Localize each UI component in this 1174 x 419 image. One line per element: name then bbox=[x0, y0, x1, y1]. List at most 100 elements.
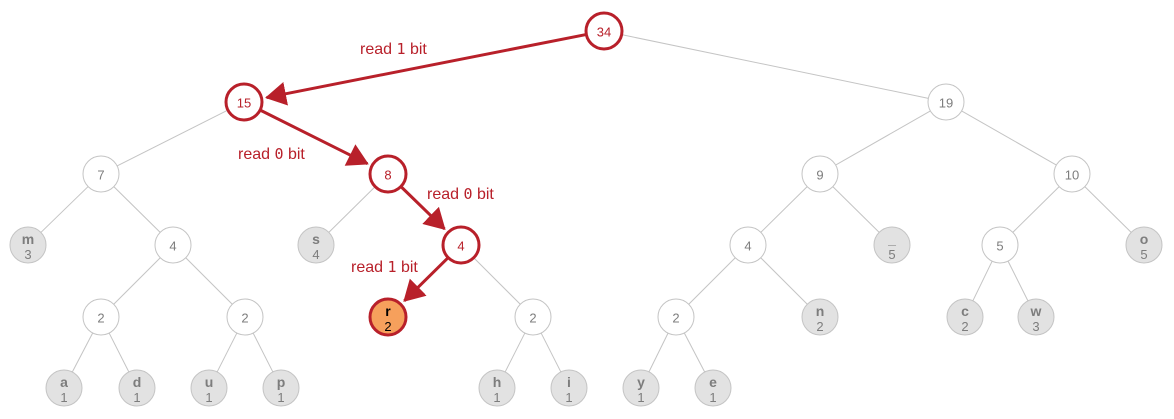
tree-edge bbox=[1007, 260, 1029, 302]
leaf-node-r: r2 bbox=[368, 297, 408, 337]
internal-node: 5 bbox=[981, 226, 1019, 264]
node-weight: 19 bbox=[939, 96, 953, 111]
internal-node: 19 bbox=[927, 83, 965, 121]
decode-path bbox=[260, 33, 586, 302]
leaf-circle bbox=[297, 226, 335, 264]
leaf-character: _ bbox=[887, 231, 896, 247]
node-circle bbox=[224, 82, 264, 122]
tree-edge bbox=[504, 332, 526, 373]
tree-edge bbox=[185, 257, 233, 305]
node-weight: 4 bbox=[744, 239, 751, 254]
node-weight: 2 bbox=[672, 311, 679, 326]
leaf-circle bbox=[262, 369, 300, 407]
leaf-character: p bbox=[277, 374, 286, 390]
tree-edge bbox=[1084, 186, 1132, 233]
node-circle bbox=[981, 226, 1019, 264]
tree-edge bbox=[116, 109, 229, 167]
leaf-node-space: _5 bbox=[873, 226, 911, 264]
internal-node: 34 bbox=[584, 11, 624, 51]
tree-edge bbox=[40, 186, 89, 233]
leaf-character: o bbox=[1140, 231, 1149, 247]
leaf-node-c: c2 bbox=[946, 298, 984, 336]
tree-edge bbox=[71, 332, 94, 373]
leaf-node-n: n2 bbox=[801, 298, 839, 336]
read-bit-label: read 1 bit bbox=[351, 258, 418, 276]
leaf-circle bbox=[622, 369, 660, 407]
tree-edge bbox=[108, 332, 130, 373]
leaf-node-p: p1 bbox=[262, 369, 300, 407]
leaf-circle bbox=[45, 369, 83, 407]
node-circle bbox=[514, 298, 552, 336]
leaf-frequency: 1 bbox=[493, 390, 500, 405]
leaf-node-d: d1 bbox=[118, 369, 156, 407]
leaf-frequency: 3 bbox=[24, 247, 31, 262]
tree-edge bbox=[760, 257, 808, 305]
leaf-character: m bbox=[22, 231, 34, 247]
leaf-character: h bbox=[493, 374, 502, 390]
tree-edge bbox=[621, 34, 929, 99]
tree-edge bbox=[113, 186, 161, 233]
tree-edge bbox=[832, 186, 880, 233]
leaf-node-o: o5 bbox=[1125, 226, 1163, 264]
node-circle bbox=[226, 298, 264, 336]
internal-node: 4 bbox=[729, 226, 767, 264]
leaf-character: c bbox=[961, 303, 969, 319]
leaf-node-i: i1 bbox=[550, 369, 588, 407]
leaf-character: w bbox=[1030, 303, 1042, 319]
node-weight: 8 bbox=[384, 168, 391, 183]
node-weight: 15 bbox=[237, 96, 251, 111]
leaf-frequency: 1 bbox=[565, 390, 572, 405]
leaf-frequency: 2 bbox=[816, 319, 823, 334]
node-circle bbox=[927, 83, 965, 121]
tree-edge bbox=[683, 332, 706, 373]
leaf-node-e: e1 bbox=[694, 369, 732, 407]
internal-node: 15 bbox=[224, 82, 264, 122]
internal-node: 2 bbox=[226, 298, 264, 336]
tree-edge bbox=[688, 257, 736, 305]
node-weight: 2 bbox=[97, 311, 104, 326]
internal-node: 2 bbox=[657, 298, 695, 336]
tree-edge bbox=[648, 332, 669, 373]
leaf-character: s bbox=[312, 231, 320, 247]
decode-path-arrow bbox=[400, 186, 446, 231]
leaf-circle bbox=[1125, 226, 1163, 264]
decode-path-arrow bbox=[260, 109, 369, 166]
tree-edge bbox=[113, 257, 161, 305]
tree-edge bbox=[328, 186, 376, 233]
leaf-frequency: 3 bbox=[1032, 319, 1039, 334]
node-weight: 7 bbox=[97, 168, 104, 183]
tree-edge bbox=[540, 332, 562, 373]
leaf-frequency: 4 bbox=[312, 247, 319, 262]
decode-path-arrow bbox=[403, 257, 449, 302]
node-circle bbox=[154, 226, 192, 264]
tree-edge bbox=[473, 257, 521, 305]
node-weight: 4 bbox=[457, 239, 464, 254]
leaf-node-m: m3 bbox=[9, 226, 47, 264]
leaf-character: d bbox=[133, 374, 142, 390]
leaf-frequency: 2 bbox=[384, 319, 391, 334]
node-circle bbox=[657, 298, 695, 336]
internal-node: 7 bbox=[82, 155, 120, 193]
leaf-frequency: 1 bbox=[60, 390, 67, 405]
leaf-circle bbox=[368, 297, 408, 337]
leaf-character: u bbox=[205, 374, 214, 390]
node-circle bbox=[729, 226, 767, 264]
internal-node: 2 bbox=[514, 298, 552, 336]
internal-node: 4 bbox=[441, 225, 481, 265]
leaf-character: a bbox=[60, 374, 68, 390]
internal-node: 8 bbox=[368, 154, 408, 194]
leaf-node-s: s4 bbox=[297, 226, 335, 264]
internal-node: 9 bbox=[801, 155, 839, 193]
internal-node: 10 bbox=[1053, 155, 1091, 193]
node-circle bbox=[801, 155, 839, 193]
leaf-node-u: u1 bbox=[190, 369, 228, 407]
leaf-frequency: 5 bbox=[1140, 247, 1147, 262]
leaf-circle bbox=[9, 226, 47, 264]
leaf-node-w: w3 bbox=[1017, 298, 1055, 336]
tree-edge bbox=[216, 332, 238, 373]
leaf-circle bbox=[946, 298, 984, 336]
node-weight: 4 bbox=[169, 239, 176, 254]
leaf-circle bbox=[190, 369, 228, 407]
tree-edge bbox=[1012, 186, 1060, 233]
leaf-circle bbox=[873, 226, 911, 264]
